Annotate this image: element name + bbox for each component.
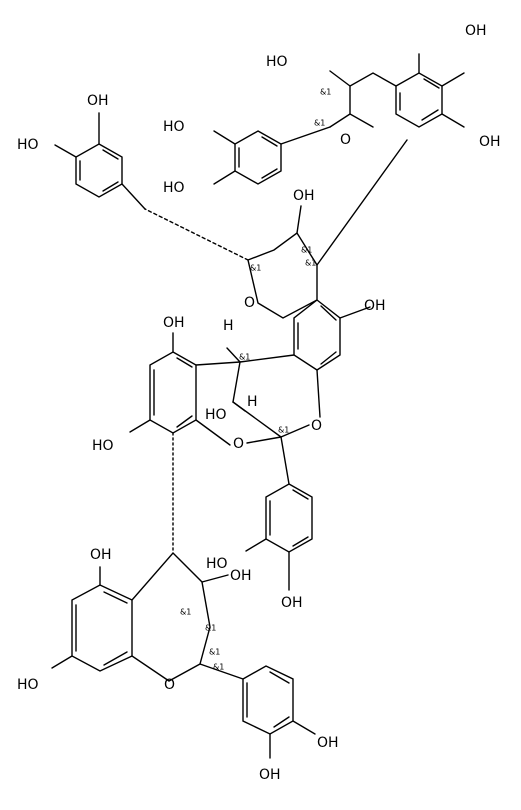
stereo-10: &1 <box>213 663 224 672</box>
oh-bottom-c3: OH <box>230 568 252 584</box>
lower-catechol-ring <box>245 483 313 591</box>
oh-right-a-ring: OH <box>479 134 501 150</box>
top-right-flavan-unit <box>329 53 465 128</box>
stereo-2: &1 <box>314 119 325 128</box>
stereo-5: &1 <box>250 264 261 273</box>
stereo-3: &1 <box>301 246 312 255</box>
o-middle-ring: O <box>244 295 255 311</box>
oh-bottom-a-ring-top: OH <box>90 547 112 563</box>
o-ketal-right: O <box>311 418 322 434</box>
hydrogen-labels: H H <box>223 318 258 410</box>
oh-bottom-catechol-1: OH <box>317 735 339 751</box>
hydroxyl-labels: OH OH HO HO HO OH HO OH OH OH HO HO HO O… <box>17 23 501 783</box>
middle-flavan-unit <box>144 139 408 485</box>
stereo-8: &1 <box>180 608 191 617</box>
h-bridge-ch: H <box>247 394 258 410</box>
stereo-1: &1 <box>320 88 331 97</box>
ho-left-catechol-2: HO <box>17 137 39 153</box>
ho-bridge: HO <box>205 407 227 423</box>
ho-top-catechol-1: HO <box>163 119 185 135</box>
stereo-7: &1 <box>278 426 289 435</box>
ho-left-a-ring-bottom: HO <box>92 438 114 454</box>
oh-middle-c3: OH <box>293 188 315 204</box>
stereo-6: &1 <box>239 353 250 362</box>
top-catechol-ring <box>213 126 331 185</box>
o-bottom-ring: O <box>164 677 175 693</box>
stereo-descriptors: &1 &1 &1 &1 &1 &1 &1 &1 &1 &1 &1 <box>180 88 331 672</box>
ho-top-catechol-2: HO <box>163 180 185 196</box>
oh-left-catechol-1: OH <box>87 93 109 109</box>
stereo-4: &1 <box>305 259 316 268</box>
ring-oxygen-labels: O O O O O <box>164 132 351 693</box>
ho-lower-catechol-1: HO <box>206 556 228 572</box>
oh-top-right: OH <box>465 23 487 39</box>
oh-bottom-catechol-2: OH <box>259 767 281 783</box>
o-ketal-left: O <box>233 436 244 452</box>
oh-lower-catechol-2: OH <box>281 595 303 611</box>
stereo-9: &1 <box>205 624 216 633</box>
left-catechol-ring <box>54 112 146 210</box>
ho-bottom-a-ring: HO <box>17 677 39 693</box>
left-phloroglucinol-ring <box>129 332 241 554</box>
stereo-11: &1 <box>209 648 220 657</box>
h-bridgehead: H <box>223 318 234 334</box>
bottom-flavan-unit <box>51 551 316 759</box>
oh-left-a-ring-top: OH <box>163 315 185 331</box>
oh-middle-a-ring: OH <box>364 298 386 314</box>
ho-top-c3: HO <box>266 54 288 70</box>
o-top-ring: O <box>340 132 351 148</box>
